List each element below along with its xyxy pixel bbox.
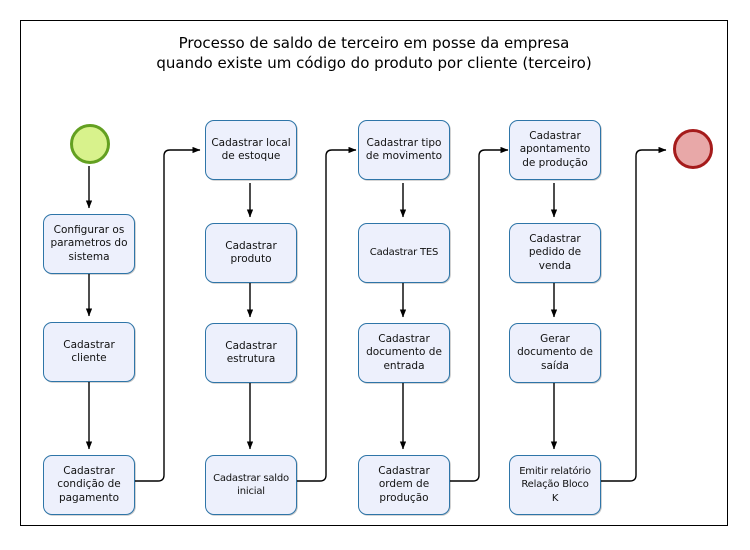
node-cadastrar-saldo-inicial[interactable]: Cadastrar saldo inicial [205,455,297,515]
node-cadastrar-pedido-venda[interactable]: Cadastrar pedido de venda [509,223,601,283]
node-cadastrar-apontamento-producao[interactable]: Cadastrar apontamento de produção [509,120,601,180]
node-cadastrar-ordem-producao[interactable]: Cadastrar ordem de produção [358,455,450,515]
node-cadastrar-produto[interactable]: Cadastrar produto [205,223,297,283]
node-cadastrar-local-estoque[interactable]: Cadastrar local de estoque [205,120,297,180]
node-cadastrar-estrutura[interactable]: Cadastrar estrutura [205,323,297,383]
node-cadastrar-cliente[interactable]: Cadastrar cliente [43,322,135,382]
node-cadastrar-condicao-pagamento[interactable]: Cadastrar condição de pagamento [43,455,135,515]
page-title: Processo de saldo de terceiro em posse d… [156,34,592,72]
node-cadastrar-documento-entrada[interactable]: Cadastrar documento de entrada [358,323,450,383]
node-configurar-parametros[interactable]: Configurar os parametros do sistema [43,214,135,274]
node-gerar-documento-saida[interactable]: Gerar documento de saída [509,323,601,383]
node-cadastrar-tipo-movimento[interactable]: Cadastrar tipo de movimento [358,120,450,180]
node-emitir-relatorio-bloco-k[interactable]: Emitir relatório Relação Bloco K [509,455,601,515]
end-event[interactable] [673,129,713,169]
node-cadastrar-tes[interactable]: Cadastrar TES [358,223,450,283]
start-event[interactable] [70,124,110,164]
